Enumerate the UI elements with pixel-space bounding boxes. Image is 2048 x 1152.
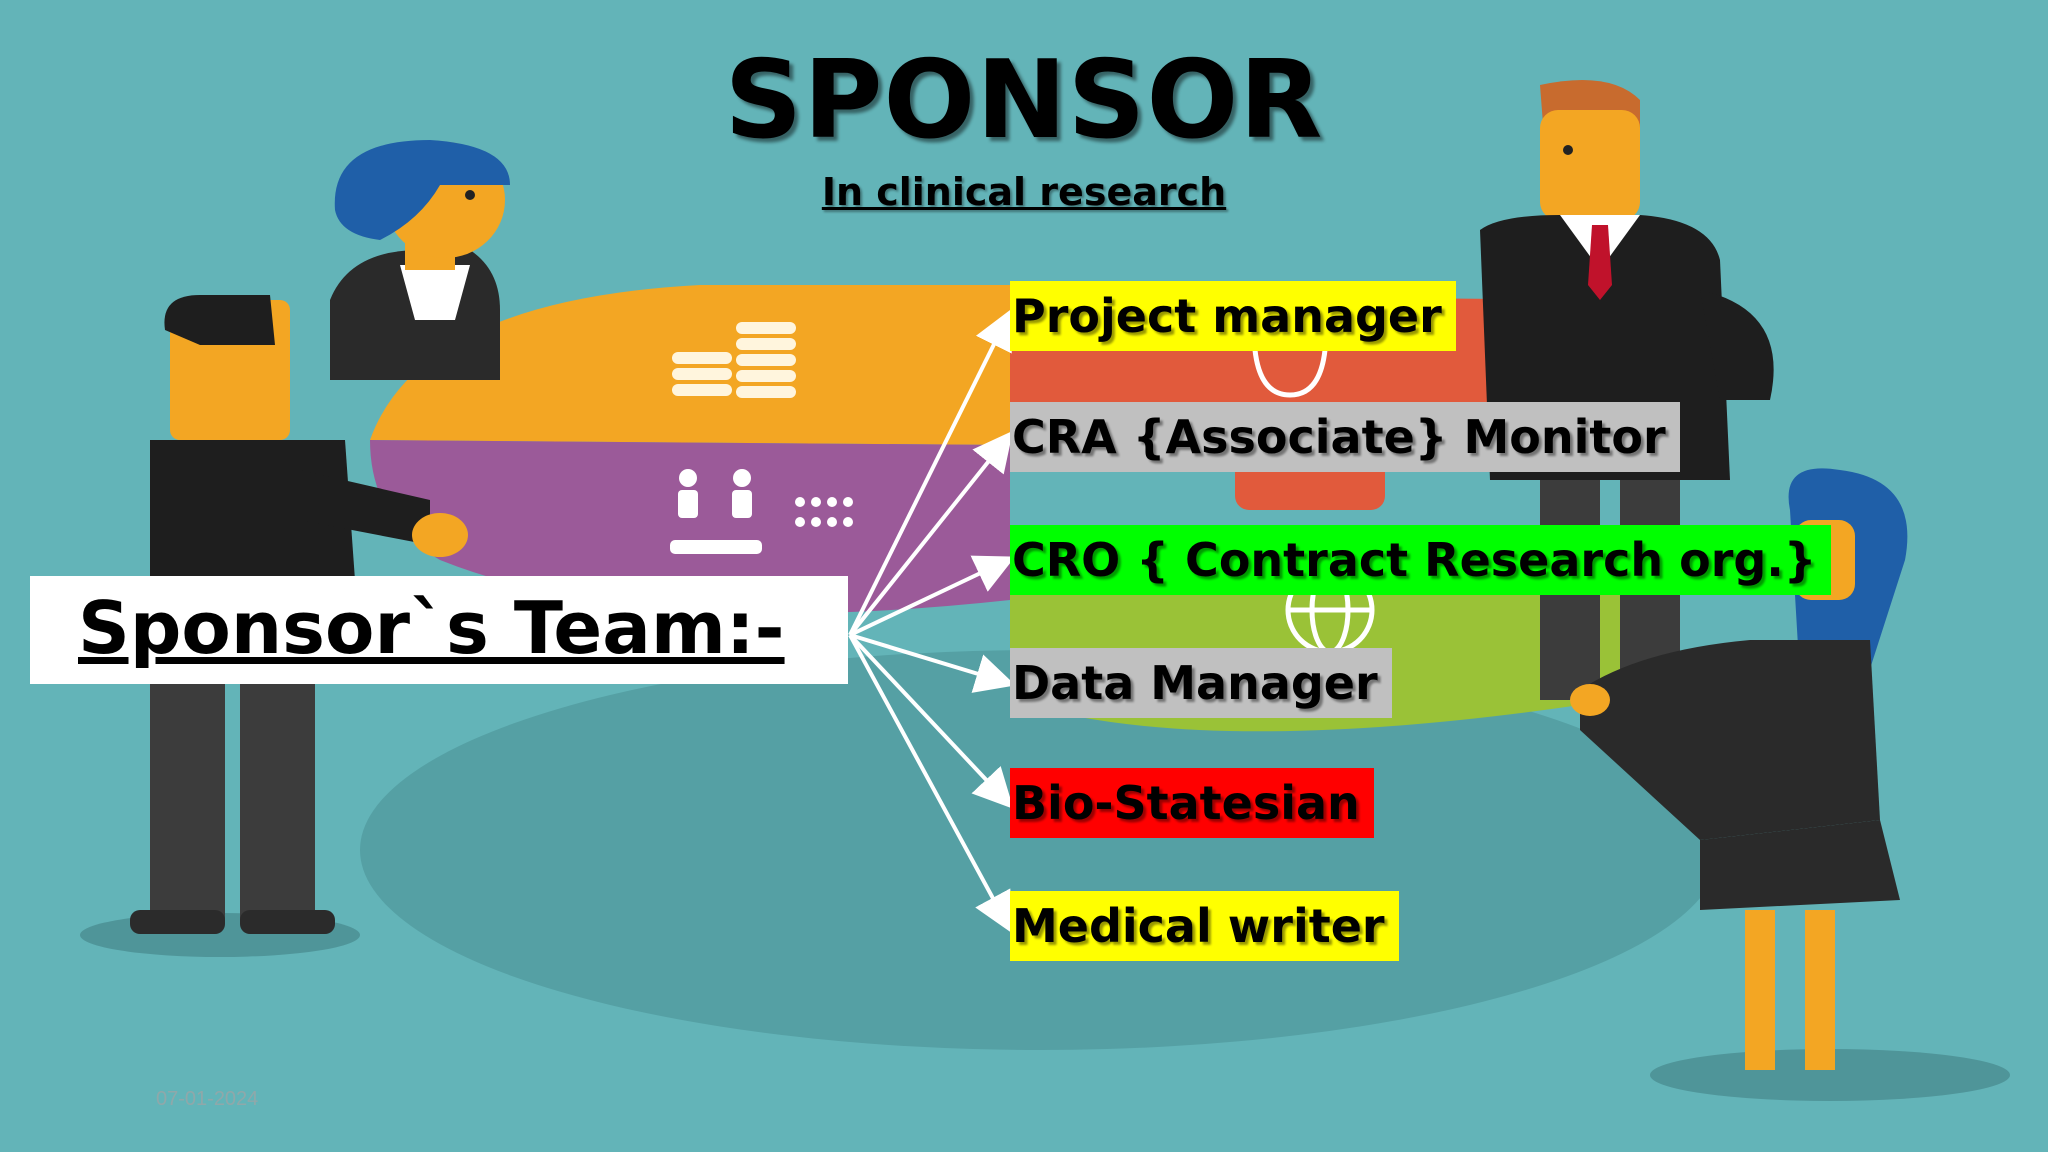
arrow-to-project-manager — [848, 308, 1012, 636]
coins-icon — [672, 322, 796, 398]
woman-left-figure — [330, 140, 510, 380]
arrow-to-cra-monitor — [848, 430, 1013, 637]
people-icon — [670, 469, 853, 554]
role-cro: CRO { Contract Research org.} — [1010, 525, 1831, 595]
role-medical-writer: Medical writer — [1010, 891, 1399, 961]
lightbulb-icon — [1252, 349, 1328, 398]
slide-date: 07-01-2024 — [156, 1088, 259, 1110]
role-cra-monitor: CRA {Associate} Monitor — [1010, 402, 1680, 472]
arrow-to-data-manager — [849, 633, 1016, 693]
sponsor-team-box — [30, 576, 848, 684]
slide-title: SPONSOR — [724, 38, 1324, 163]
arrow-to-cro — [849, 555, 1016, 637]
woman-right-figure — [1570, 468, 1908, 1070]
role-project-manager: Project manager — [1010, 281, 1456, 351]
puzzle-purple — [370, 440, 1010, 614]
connector-arrows — [848, 308, 1016, 934]
role-bio-statesian: Bio-Statesian — [1010, 768, 1374, 838]
sponsor-team-label: Sponsor`s Team:- — [78, 586, 785, 670]
role-data-manager: Data Manager — [1010, 648, 1392, 718]
arrow-to-medical-writer — [848, 634, 1012, 934]
slide-subtitle: In clinical research — [821, 170, 1227, 214]
foot-shadow-right — [1650, 1049, 2010, 1101]
arrow-to-bio-statesian — [848, 633, 1014, 809]
puzzle-orange — [370, 285, 1010, 445]
